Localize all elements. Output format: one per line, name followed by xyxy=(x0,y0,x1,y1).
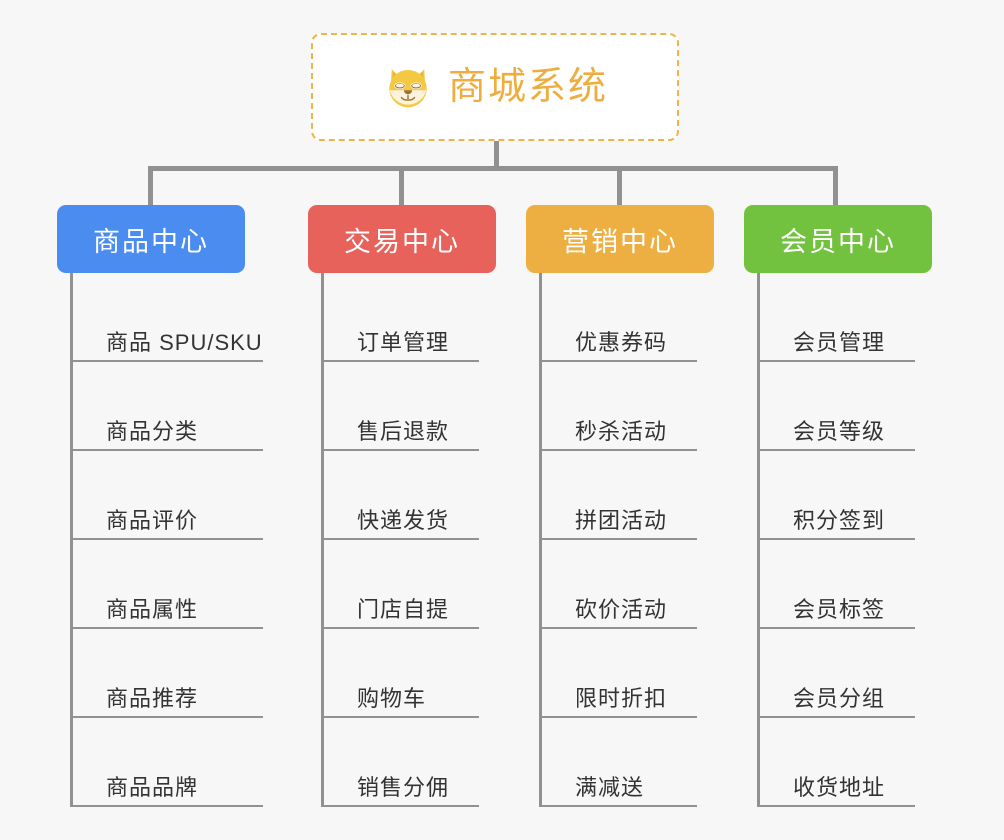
leaf-label: 商品品牌 xyxy=(106,774,199,800)
leaf-item[interactable]: 拼团活动 xyxy=(542,451,697,540)
leaf-item[interactable]: 订单管理 xyxy=(324,273,479,362)
leaf-label: 商品属性 xyxy=(106,596,199,622)
leaf-item[interactable]: 优惠券码 xyxy=(542,273,697,362)
branch-items-4: 会员管理 会员等级 积分签到 会员标签 会员分组 收货地址 xyxy=(757,273,915,807)
branch-header-3[interactable]: 营销中心 xyxy=(526,205,714,273)
branch-header-4[interactable]: 会员中心 xyxy=(744,205,932,273)
leaf-label: 满减送 xyxy=(575,774,645,800)
leaf-item[interactable]: 限时折扣 xyxy=(542,629,697,718)
connector-root-stem xyxy=(494,141,499,169)
leaf-item[interactable]: 商品评价 xyxy=(73,451,263,540)
leaf-label: 商品评价 xyxy=(106,507,199,533)
branch-column-2: 交易中心 订单管理 售后退款 快递发货 门店自提 购物车 销售分佣 xyxy=(308,205,496,807)
leaf-item[interactable]: 砍价活动 xyxy=(542,540,697,629)
leaf-item[interactable]: 售后退款 xyxy=(324,362,479,451)
leaf-label: 售后退款 xyxy=(357,418,450,444)
connector-horizontal-bus xyxy=(148,166,838,171)
leaf-item[interactable]: 会员等级 xyxy=(760,362,915,451)
leaf-label: 会员管理 xyxy=(793,329,886,355)
branch-title-1: 商品中心 xyxy=(93,226,209,257)
leaf-label: 拼团活动 xyxy=(575,507,668,533)
connector-drop-4 xyxy=(833,166,838,209)
leaf-label: 限时折扣 xyxy=(575,685,668,711)
leaf-label: 积分签到 xyxy=(793,507,886,533)
leaf-item[interactable]: 会员标签 xyxy=(760,540,915,629)
leaf-label: 商品分类 xyxy=(106,418,199,444)
leaf-item[interactable]: 购物车 xyxy=(324,629,479,718)
leaf-item[interactable]: 快递发货 xyxy=(324,451,479,540)
leaf-item[interactable]: 秒杀活动 xyxy=(542,362,697,451)
branch-title-3: 营销中心 xyxy=(562,226,678,257)
leaf-label: 会员分组 xyxy=(793,685,886,711)
leaf-item[interactable]: 门店自提 xyxy=(324,540,479,629)
leaf-label: 优惠券码 xyxy=(575,329,668,355)
branch-header-1[interactable]: 商品中心 xyxy=(57,205,245,273)
root-node[interactable]: 商城系统 xyxy=(311,33,679,141)
branch-items-1: 商品 SPU/SKU 商品分类 商品评价 商品属性 商品推荐 商品品牌 xyxy=(70,273,263,807)
leaf-label: 砍价活动 xyxy=(575,596,668,622)
branch-header-2[interactable]: 交易中心 xyxy=(308,205,496,273)
branch-title-2: 交易中心 xyxy=(344,226,460,257)
leaf-item[interactable]: 商品分类 xyxy=(73,362,263,451)
leaf-item[interactable]: 商品属性 xyxy=(73,540,263,629)
branch-items-3: 优惠券码 秒杀活动 拼团活动 砍价活动 限时折扣 满减送 xyxy=(539,273,697,807)
leaf-label: 秒杀活动 xyxy=(575,418,668,444)
leaf-label: 收货地址 xyxy=(793,774,886,800)
branch-column-3: 营销中心 优惠券码 秒杀活动 拼团活动 砍价活动 限时折扣 满减送 xyxy=(526,205,714,807)
leaf-item[interactable]: 商品品牌 xyxy=(73,718,263,807)
leaf-item[interactable]: 收货地址 xyxy=(760,718,915,807)
leaf-label: 快递发货 xyxy=(357,507,450,533)
branch-column-4: 会员中心 会员管理 会员等级 积分签到 会员标签 会员分组 收货地址 xyxy=(744,205,932,807)
leaf-label: 会员标签 xyxy=(793,596,886,622)
leaf-label: 销售分佣 xyxy=(357,774,450,800)
leaf-label: 购物车 xyxy=(357,685,427,711)
leaf-item[interactable]: 销售分佣 xyxy=(324,718,479,807)
connector-drop-3 xyxy=(617,166,622,209)
leaf-item[interactable]: 商品 SPU/SKU xyxy=(73,273,263,362)
root-title: 商城系统 xyxy=(447,66,608,108)
leaf-label: 商品 SPU/SKU xyxy=(106,329,263,355)
branch-items-2: 订单管理 售后退款 快递发货 门店自提 购物车 销售分佣 xyxy=(321,273,479,807)
branch-title-4: 会员中心 xyxy=(780,226,896,257)
connector-drop-2 xyxy=(399,166,404,209)
leaf-item[interactable]: 会员管理 xyxy=(760,273,915,362)
connector-drop-1 xyxy=(148,166,153,209)
leaf-label: 商品推荐 xyxy=(106,685,199,711)
leaf-label: 订单管理 xyxy=(357,329,450,355)
shiba-dog-emoji xyxy=(382,61,434,113)
leaf-item[interactable]: 积分签到 xyxy=(760,451,915,540)
leaf-item[interactable]: 满减送 xyxy=(542,718,697,807)
leaf-item[interactable]: 会员分组 xyxy=(760,629,915,718)
leaf-label: 会员等级 xyxy=(793,418,886,444)
branch-column-1: 商品中心 商品 SPU/SKU 商品分类 商品评价 商品属性 商品推荐 商品品牌 xyxy=(57,205,263,807)
leaf-label: 门店自提 xyxy=(357,596,450,622)
leaf-item[interactable]: 商品推荐 xyxy=(73,629,263,718)
